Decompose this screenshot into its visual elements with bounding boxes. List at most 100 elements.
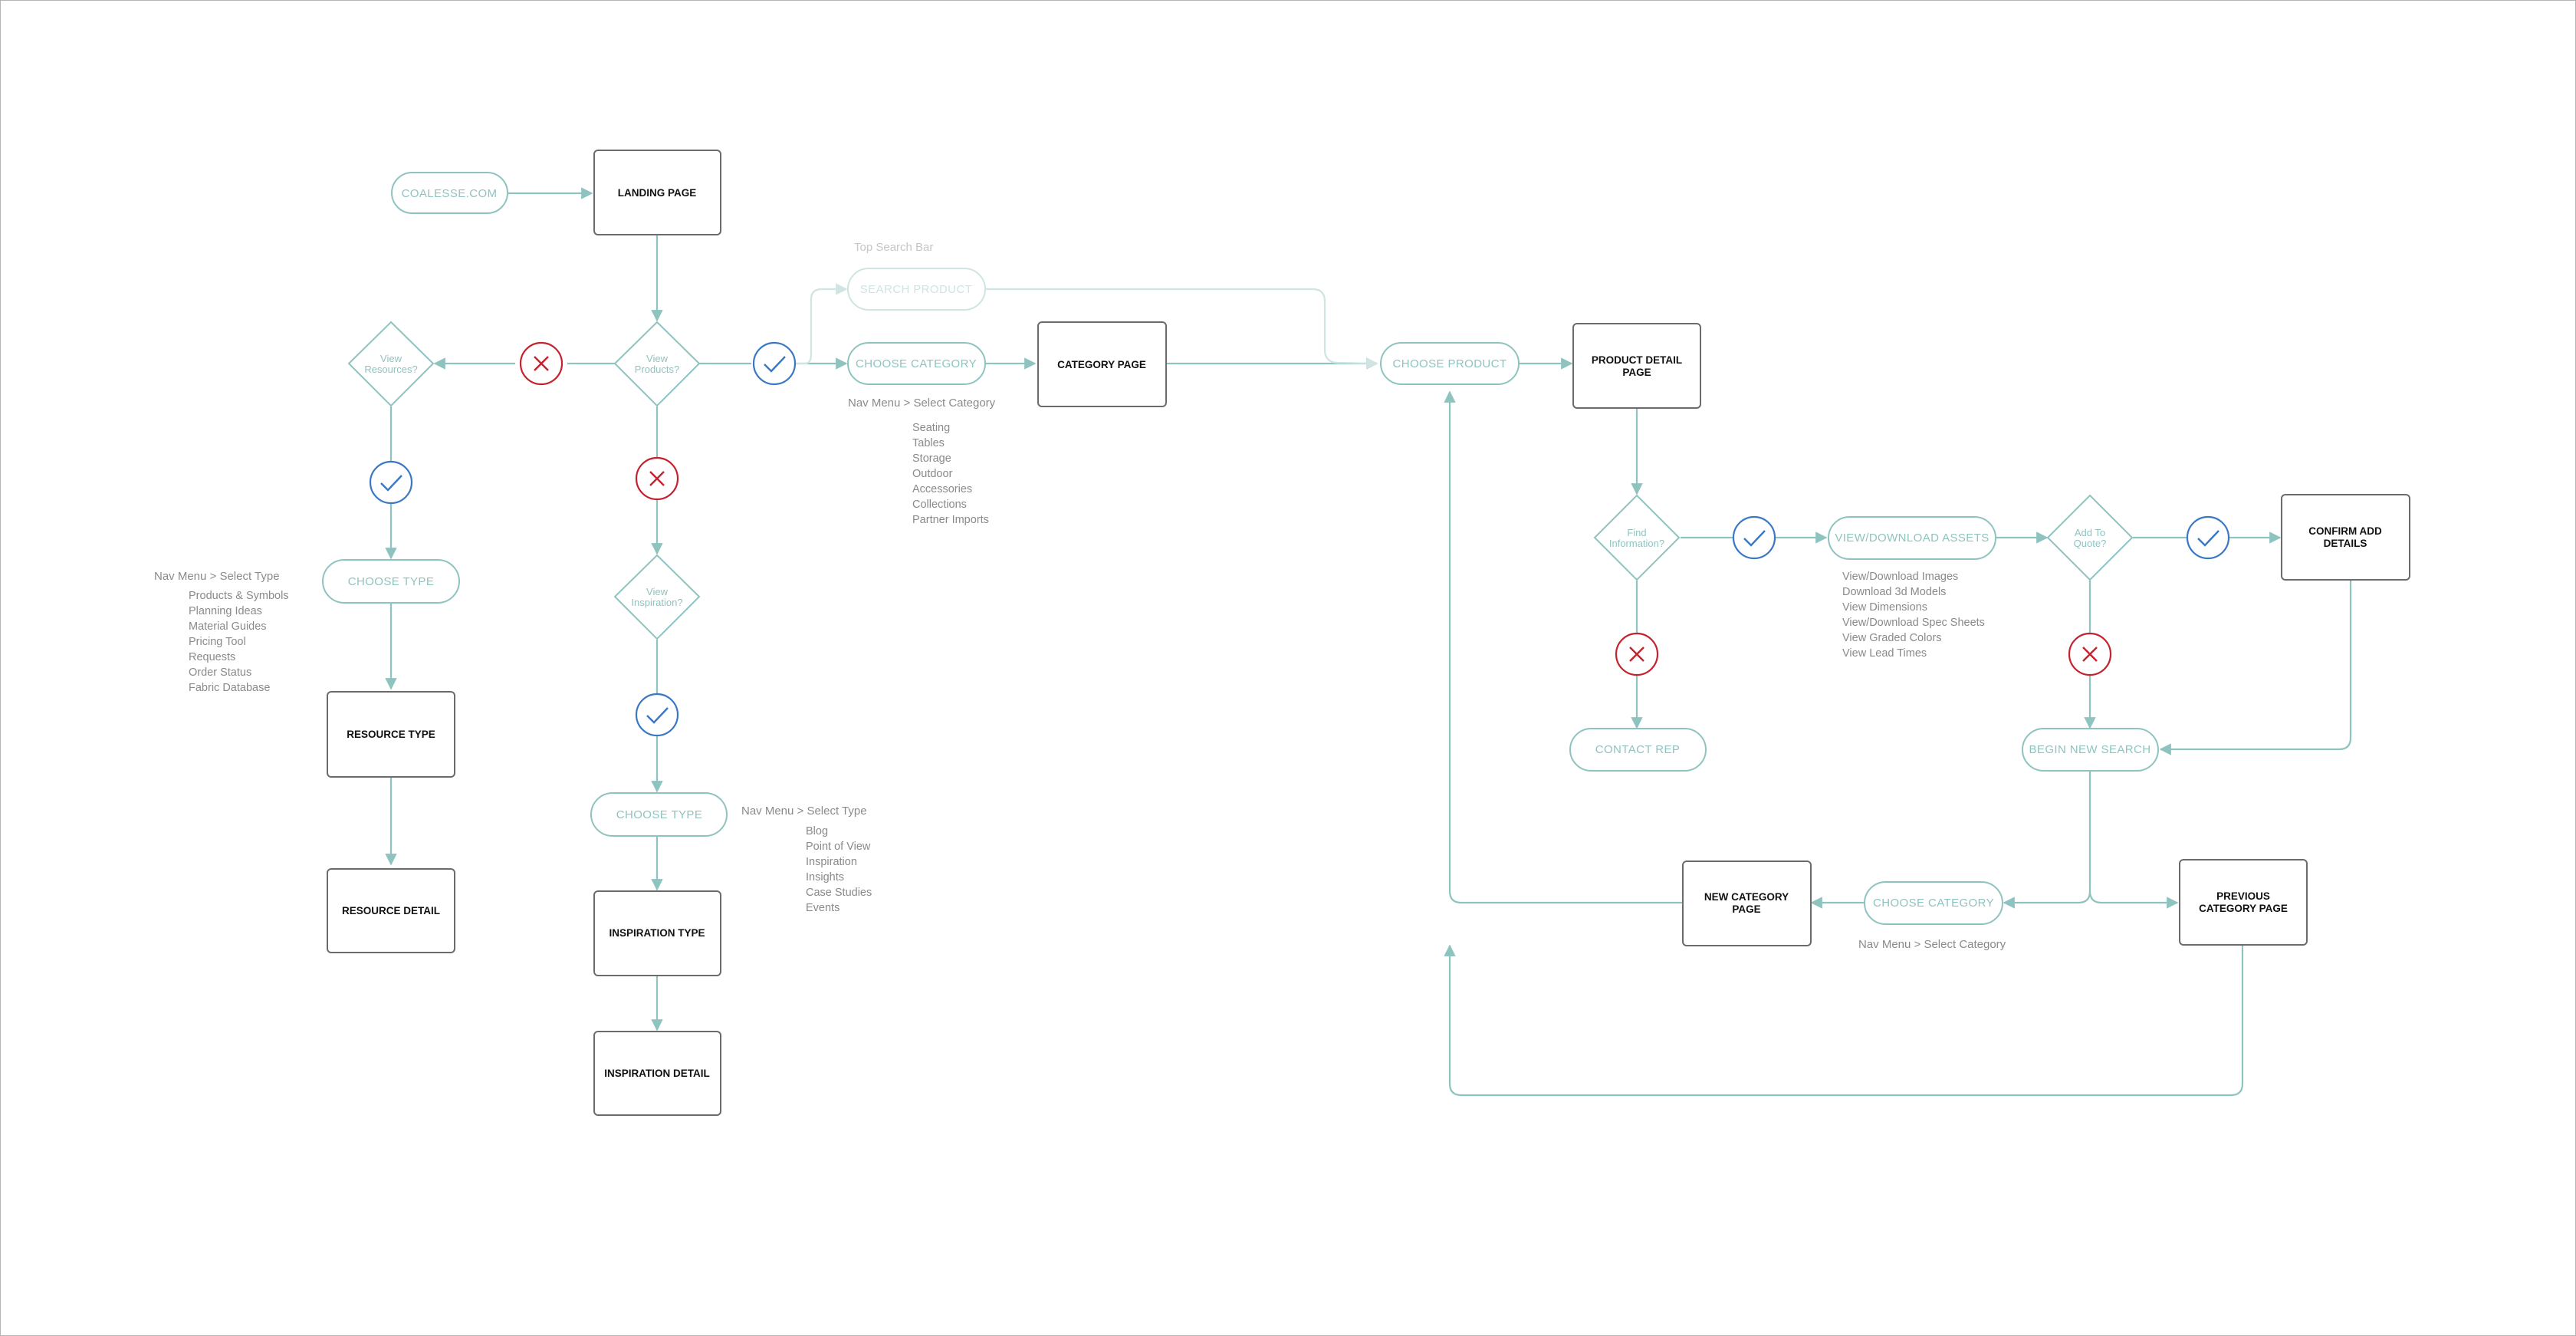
new-category-label-2: PAGE	[1732, 903, 1760, 915]
note-inspiration-menu: Nav Menu > Select Type Blog Point of Vie…	[741, 805, 872, 914]
edge-search-branch	[796, 283, 848, 365]
node-category-page[interactable]: CATEGORY PAGE	[1037, 321, 1167, 407]
note-item: Outdoor	[912, 468, 953, 480]
view-inspiration-label-1: View	[646, 586, 669, 597]
node-search-product[interactable]: SEARCH PRODUCT	[847, 268, 986, 311]
node-inspiration-type[interactable]: INSPIRATION TYPE	[593, 890, 721, 976]
note-item: Accessories	[912, 483, 972, 495]
check-icon	[635, 693, 679, 737]
note-item: View Graded Colors	[1842, 632, 1942, 644]
note-item: View/Download Spec Sheets	[1842, 617, 1985, 629]
node-choose-category-top[interactable]: CHOOSE CATEGORY	[847, 342, 986, 385]
product-detail-label-1: PRODUCT DETAIL	[1592, 354, 1682, 366]
view-products-label-2: Products?	[635, 364, 680, 375]
edge-search-chooseproduct	[985, 288, 1378, 370]
note-item: View Lead Times	[1842, 647, 1927, 660]
note-item: Planning Ideas	[189, 605, 262, 617]
note-item: Inspiration	[806, 856, 857, 868]
node-choose-type-inspiration[interactable]: CHOOSE TYPE	[590, 792, 728, 837]
search-product-label: SEARCH PRODUCT	[860, 283, 972, 296]
check-icon	[752, 341, 797, 386]
note-resources-menu: Nav Menu > Select Type Products & Symbol…	[154, 570, 289, 694]
node-new-category-page[interactable]: NEW CATEGORY PAGE	[1682, 861, 1812, 946]
edge-confirm-beginsearch	[2159, 581, 2352, 755]
note-item: Material Guides	[189, 620, 267, 633]
begin-new-search-label: BEGIN NEW SEARCH	[2029, 743, 2151, 756]
add-to-quote-label-2: Quote?	[2074, 538, 2107, 549]
note-item: Fabric Database	[189, 682, 270, 694]
node-choose-category-bottom[interactable]: CHOOSE CATEGORY	[1864, 881, 2003, 925]
choose-type-inspiration-label: CHOOSE TYPE	[616, 808, 702, 821]
landing-page-label: LANDING PAGE	[618, 187, 697, 199]
contact-rep-label: CONTACT REP	[1595, 743, 1681, 756]
find-information-label-2: Information?	[1609, 538, 1664, 549]
decision-view-products[interactable]: View Products?	[613, 321, 701, 407]
edge-newcat-chooseproduct	[1444, 390, 1682, 904]
note-item: Partner Imports	[912, 514, 989, 526]
note-item: Products & Symbols	[189, 590, 289, 602]
edge-beginsearch-choosecat	[2003, 771, 2091, 909]
node-begin-new-search[interactable]: BEGIN NEW SEARCH	[2022, 728, 2159, 772]
node-coalesse[interactable]: COALESSE.COM	[391, 172, 508, 214]
choose-category-bottom-label: CHOOSE CATEGORY	[1873, 897, 1994, 910]
previous-category-label-2: CATEGORY PAGE	[2199, 903, 2288, 914]
node-previous-category-page[interactable]: PREVIOUS CATEGORY PAGE	[2179, 859, 2308, 946]
decision-view-resources[interactable]: View Resources?	[347, 321, 435, 407]
resource-detail-label: RESOURCE DETAIL	[342, 905, 440, 916]
view-inspiration-label-2: Inspiration?	[631, 597, 682, 608]
find-information-label-1: Find	[1627, 527, 1646, 538]
note-item: Order Status	[189, 666, 251, 679]
node-choose-product[interactable]: CHOOSE PRODUCT	[1380, 342, 1520, 385]
resource-type-label: RESOURCE TYPE	[347, 729, 435, 740]
view-products-label-1: View	[646, 353, 669, 364]
node-resource-type[interactable]: RESOURCE TYPE	[327, 691, 455, 778]
note-item: Blog	[806, 825, 828, 837]
note-category-menu: Nav Menu > Select Category Seating Table…	[848, 397, 996, 526]
node-resource-detail[interactable]: RESOURCE DETAIL	[327, 868, 455, 953]
note-item: Tables	[912, 437, 945, 449]
choose-type-resources-label: CHOOSE TYPE	[348, 575, 434, 588]
confirm-add-label-1: CONFIRM ADD	[2308, 525, 2382, 537]
add-to-quote-label-1: Add To	[2075, 527, 2105, 538]
note-bottom-category-menu: Nav Menu > Select Category	[1858, 938, 2006, 951]
confirm-add-label-2: DETAILS	[2324, 538, 2367, 549]
note-item: Requests	[189, 651, 235, 663]
x-icon	[2068, 632, 2112, 676]
category-page-label: CATEGORY PAGE	[1057, 359, 1146, 370]
coalesse-label: COALESSE.COM	[402, 187, 498, 200]
decision-find-information[interactable]: Find Information?	[1593, 494, 1681, 581]
note-item: Storage	[912, 452, 951, 465]
new-category-label-1: NEW CATEGORY	[1704, 891, 1789, 903]
faint-connectors	[796, 283, 1378, 370]
node-inspiration-detail[interactable]: INSPIRATION DETAIL	[593, 1031, 721, 1116]
choose-product-label: CHOOSE PRODUCT	[1393, 357, 1507, 370]
check-icon	[2186, 515, 2230, 560]
note-item: Seating	[912, 422, 950, 434]
note-item: Download 3d Models	[1842, 586, 1946, 598]
node-product-detail-page[interactable]: PRODUCT DETAIL PAGE	[1572, 323, 1701, 409]
check-icon	[1732, 515, 1776, 560]
note-item: Collections	[912, 499, 967, 511]
note-item: View/Download Images	[1842, 571, 1958, 583]
view-download-assets-label: VIEW/DOWNLOAD ASSETS	[1835, 531, 1989, 545]
node-contact-rep[interactable]: CONTACT REP	[1569, 728, 1707, 772]
note-assets-menu: View/Download Images Download 3d Models …	[1842, 571, 1985, 660]
note-heading: Nav Menu > Select Category	[848, 397, 996, 410]
node-confirm-add-details[interactable]: CONFIRM ADD DETAILS	[2281, 494, 2410, 581]
choose-category-top-label: CHOOSE CATEGORY	[856, 357, 977, 370]
node-landing-page[interactable]: LANDING PAGE	[593, 150, 721, 235]
note-item: Point of View	[806, 841, 871, 853]
edge-prevcat-return	[1444, 944, 2244, 1097]
decision-view-inspiration[interactable]: View Inspiration?	[613, 554, 701, 640]
view-resources-label-1: View	[380, 353, 402, 364]
inspiration-detail-label: INSPIRATION DETAIL	[604, 1068, 710, 1079]
node-view-download-assets[interactable]: VIEW/DOWNLOAD ASSETS	[1828, 516, 1996, 560]
node-choose-type-resources[interactable]: CHOOSE TYPE	[322, 559, 460, 604]
note-item: Events	[806, 902, 840, 914]
decision-add-to-quote[interactable]: Add To Quote?	[2046, 494, 2134, 581]
product-detail-label-2: PAGE	[1622, 367, 1651, 378]
connectors	[385, 187, 2352, 1097]
x-icon	[635, 456, 679, 501]
note-item: Pricing Tool	[189, 636, 246, 648]
